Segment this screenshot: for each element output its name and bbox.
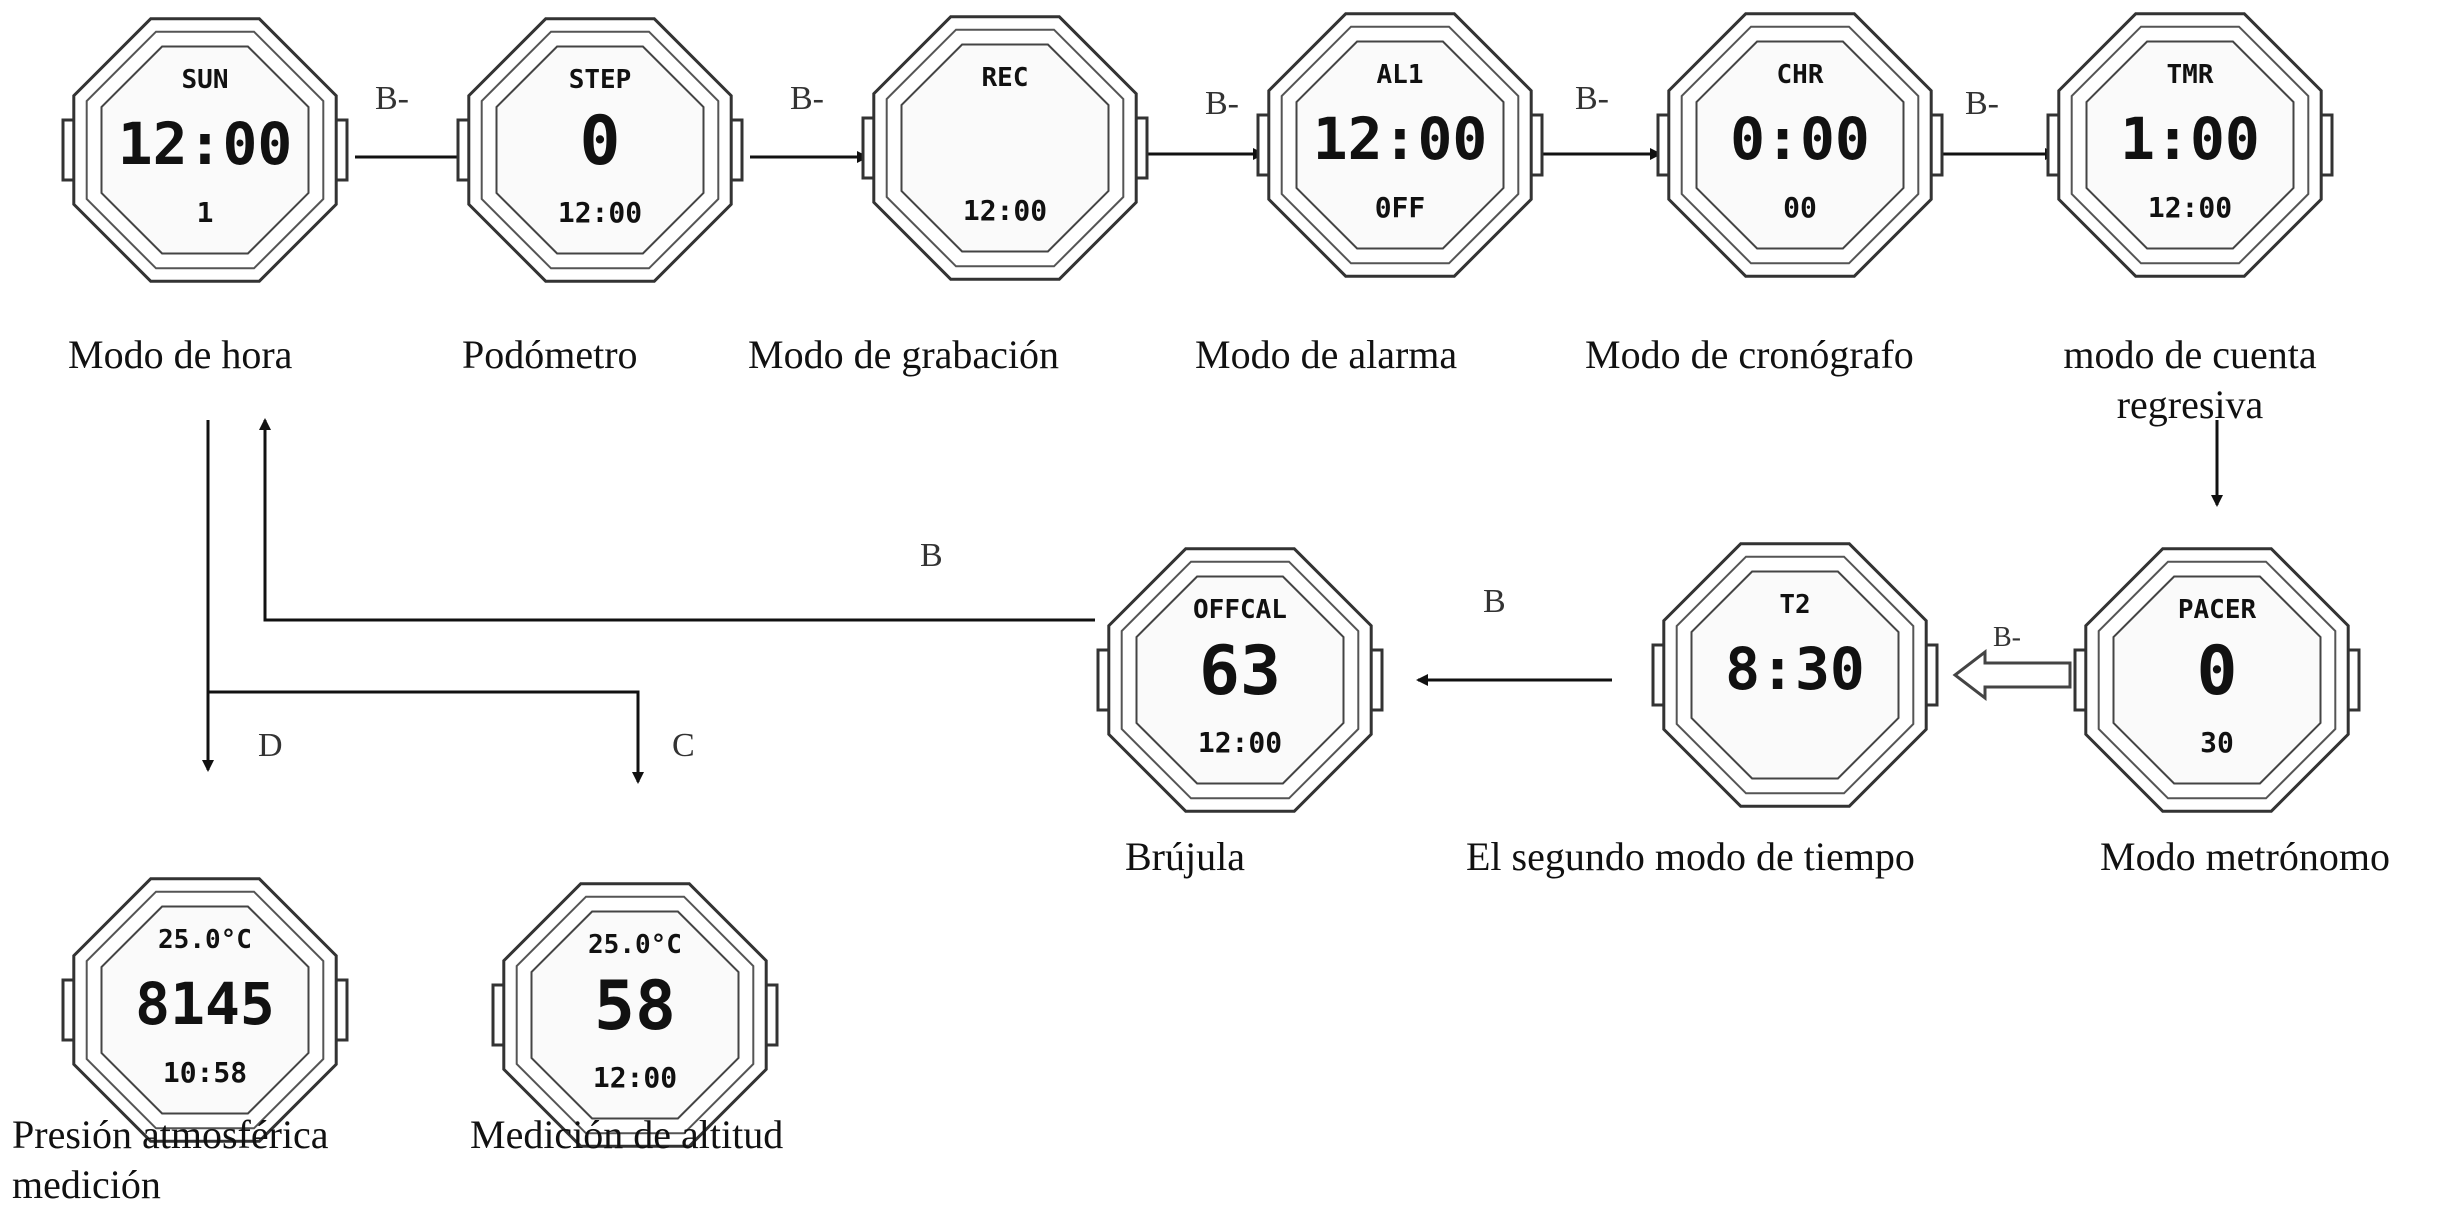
watch-bottom-text: 0FF	[1375, 191, 1426, 224]
watch-screen	[1695, 40, 1905, 250]
watch-timer: TMR 1:00 12:00	[2046, 12, 2334, 278]
watch-top-text: STEP	[569, 65, 632, 95]
watch-main-text: 0	[580, 102, 621, 181]
label-metronome-mode: Modo metrónomo	[2100, 834, 2390, 879]
watch-inner-bezel	[1120, 560, 1360, 800]
watch-inner-bezel	[85, 890, 325, 1130]
watch-main-text: 8:30	[1725, 635, 1865, 703]
label-time2-mode: El segundo modo de tiempo	[1466, 834, 1915, 879]
watch-top-text: AL1	[1377, 60, 1424, 90]
watch-bottom-text: 12:00	[963, 194, 1047, 227]
watch-bottom-text: 12:00	[558, 196, 642, 229]
watch-inner-bezel	[85, 30, 325, 270]
watch-inner-bezel	[1680, 25, 1920, 265]
watch-inner-bezel	[1280, 25, 1520, 265]
watch-top-text: PACER	[2178, 595, 2257, 625]
watch-main-text: 0:00	[1730, 105, 1870, 173]
edge-label-b-2: B-	[790, 80, 824, 117]
watch-inner-bezel	[515, 895, 755, 1135]
label-alarm-mode: Modo de alarma	[1195, 332, 1458, 377]
watch-main-text: 1:00	[2120, 105, 2260, 173]
watch-inner-bezel	[2070, 25, 2310, 265]
label-timer-mode: modo de cuenta regresiva	[2063, 332, 2317, 427]
watch-main-text: 0	[2197, 632, 2238, 711]
arrow-compass-to-time	[259, 418, 1095, 622]
edge-label-b-4: B-	[1575, 80, 1609, 117]
watch-inner-bezel	[885, 28, 1125, 268]
watch-pedometer: STEP 0 12:00	[456, 17, 744, 283]
watch-top-text: 25.0°C	[158, 925, 252, 955]
watch-chrono: CHR 0:00 00	[1656, 12, 1944, 278]
watch-faces: SUN 12:00 1 STEP 0 12:00 REC 12:00 AL1 12:00 0FF CH…	[61, 12, 2361, 1148]
watch-bottom-text: 10:58	[163, 1056, 247, 1089]
watch-screen	[1295, 40, 1505, 250]
watch-main-text: 58	[594, 967, 676, 1046]
watch-top-text: OFFCAL	[1193, 595, 1287, 625]
watch-top-text: 25.0°C	[588, 930, 682, 960]
watch-bottom-text: 00	[1783, 191, 1817, 224]
watch-screen	[1135, 575, 1345, 785]
watch-screen	[530, 910, 740, 1120]
label-record-mode: Modo de grabación	[748, 332, 1060, 377]
watch-inner-bezel	[2097, 560, 2337, 800]
watch-bottom-text: 30	[2200, 726, 2234, 759]
label-chrono-mode: Modo de cronógrafo	[1585, 332, 1914, 377]
watch-top-text: TMR	[2167, 60, 2214, 90]
watch-bottom-text: 12:00	[1198, 726, 1282, 759]
watch-bottom-text: 1	[197, 196, 214, 229]
watch-bottom-text: 12:00	[593, 1061, 677, 1094]
watch-inner-bezel	[1675, 555, 1915, 795]
watch-alarm: AL1 12:00 0FF	[1256, 12, 1544, 278]
watch-pressure: 25.0°C 8145 10:58	[61, 877, 349, 1143]
watch-screen	[100, 905, 310, 1115]
edge-label-b-5: B-	[1965, 85, 1999, 122]
arrow-time-to-altitude	[208, 690, 644, 784]
watch-inner-bezel	[480, 30, 720, 270]
watch-top-text: SUN	[182, 65, 229, 95]
watch-compass: OFFCAL 63 12:00	[1096, 547, 1384, 813]
watch-screen	[2112, 575, 2322, 785]
watch-screen	[900, 43, 1110, 253]
edge-label-c: C	[672, 727, 695, 764]
watch-screen	[2085, 40, 2295, 250]
watch-time2: T2 8:30	[1651, 542, 1939, 808]
watch-main-text: 12:00	[1313, 105, 1488, 173]
watch-metronome: PACER 0 30	[2073, 547, 2361, 813]
watch-screen	[1690, 570, 1900, 780]
watch-main-text: 63	[1199, 632, 1281, 711]
watch-top-text: T2	[1779, 590, 1810, 620]
watch-time: SUN 12:00 1	[61, 17, 349, 283]
edge-label-b-1: B-	[375, 80, 409, 117]
edge-label-b-hollow: B-	[1993, 622, 2021, 653]
edge-label-b-compass-return: B	[920, 537, 943, 574]
watch-screen	[495, 45, 705, 255]
watch-screen	[100, 45, 310, 255]
watch-top-text: CHR	[1777, 60, 1824, 90]
edge-label-d: D	[258, 727, 283, 764]
label-altitude-mode: Medición de altitud	[470, 1112, 784, 1157]
watch-bottom-text: 12:00	[2148, 191, 2232, 224]
edge-label-b-3: B-	[1205, 85, 1239, 122]
label-time-mode: Modo de hora	[68, 332, 293, 377]
watch-main-text: 12:00	[118, 110, 293, 178]
label-compass-mode: Brújula	[1125, 834, 1245, 879]
arrows	[202, 148, 2223, 784]
label-pressure-mode: Presión atmosférica medición	[12, 1112, 329, 1207]
arrow-metronome-to-time2	[1952, 648, 2072, 702]
label-pedometer: Podómetro	[462, 332, 638, 377]
watch-top-text: REC	[982, 63, 1029, 93]
watch-altitude: 25.0°C 58 12:00	[491, 882, 779, 1148]
watch-main-text: 8145	[135, 970, 275, 1038]
edge-label-b-time2: B	[1483, 583, 1506, 620]
watch-record: REC 12:00	[861, 15, 1149, 281]
